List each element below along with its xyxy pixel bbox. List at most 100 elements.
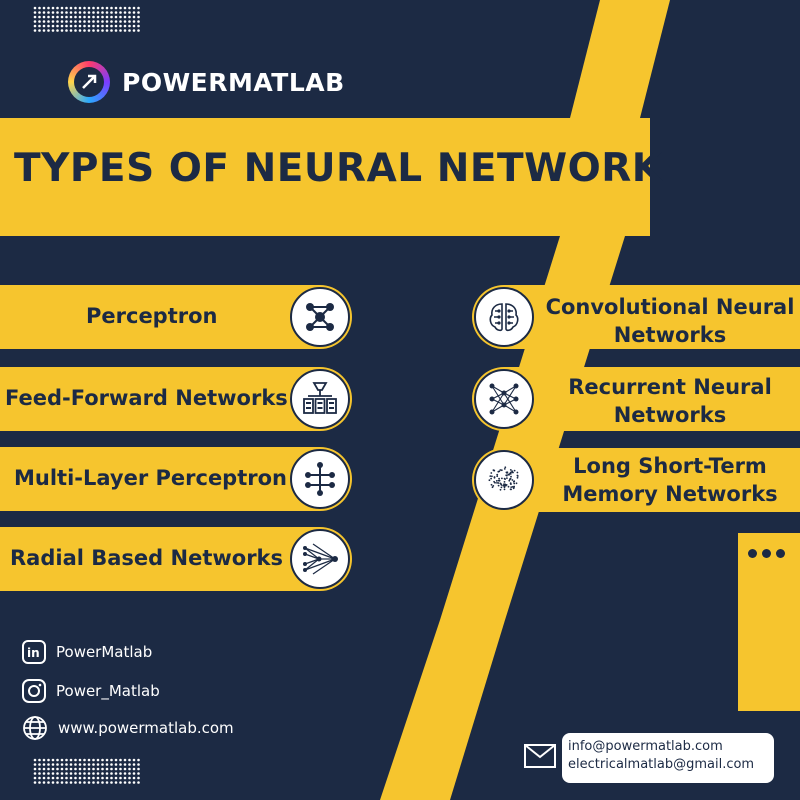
linkedin-icon: in bbox=[22, 640, 46, 664]
pattern-dot bbox=[74, 759, 77, 762]
list-item-perceptron: Perceptron bbox=[0, 285, 352, 349]
pattern-dot bbox=[97, 20, 100, 23]
pattern-dot bbox=[110, 759, 113, 762]
pattern-dot bbox=[88, 20, 91, 23]
pattern-dot bbox=[52, 20, 55, 23]
pattern-dot bbox=[38, 781, 41, 784]
pattern-dot bbox=[56, 777, 59, 780]
pattern-dot bbox=[74, 29, 77, 32]
pattern-dot bbox=[70, 20, 73, 23]
pattern-dot bbox=[52, 763, 55, 766]
pattern-dot bbox=[88, 11, 91, 14]
mail-icon bbox=[524, 744, 556, 772]
pattern-dot bbox=[97, 768, 100, 771]
pattern-dot bbox=[92, 768, 95, 771]
pattern-dot bbox=[115, 20, 118, 23]
pattern-dot bbox=[79, 759, 82, 762]
pattern-dot bbox=[128, 777, 131, 780]
item-label-line1: Convolutional Neural bbox=[542, 293, 798, 321]
pattern-dot bbox=[56, 759, 59, 762]
pattern-dot bbox=[106, 29, 109, 32]
pattern-dot bbox=[34, 25, 37, 28]
pattern-dot bbox=[106, 763, 109, 766]
email-info[interactable]: info@powermatlab.com bbox=[568, 738, 768, 756]
pattern-dot bbox=[124, 763, 127, 766]
pattern-dot bbox=[119, 29, 122, 32]
pattern-dot bbox=[92, 781, 95, 784]
pattern-dot bbox=[43, 20, 46, 23]
pattern-dot bbox=[88, 777, 91, 780]
email-electrical[interactable]: electricalmatlab@gmail.com bbox=[568, 756, 768, 774]
pattern-dot bbox=[38, 16, 41, 19]
mesh-network-icon bbox=[474, 369, 534, 429]
list-item-lstm: Long Short-Term Memory Networks bbox=[472, 448, 800, 512]
pattern-dot bbox=[83, 7, 86, 10]
pattern-dot bbox=[110, 20, 113, 23]
pattern-dot bbox=[128, 763, 131, 766]
pattern-dot bbox=[52, 16, 55, 19]
pattern-dot bbox=[65, 777, 68, 780]
website-link[interactable]: www.powermatlab.com bbox=[22, 715, 234, 741]
pattern-dot bbox=[70, 7, 73, 10]
pattern-dot bbox=[43, 781, 46, 784]
pattern-dot bbox=[137, 768, 140, 771]
pattern-dot bbox=[92, 20, 95, 23]
pattern-dot bbox=[110, 777, 113, 780]
pattern-dot bbox=[34, 16, 37, 19]
item-label-line1: Long Short-Term bbox=[542, 452, 798, 480]
pattern-dot bbox=[128, 11, 131, 14]
pattern-dot bbox=[74, 781, 77, 784]
pattern-dot bbox=[61, 11, 64, 14]
pattern-dot bbox=[52, 29, 55, 32]
pattern-dot bbox=[115, 781, 118, 784]
pattern-dot bbox=[124, 29, 127, 32]
dot-pattern-bottom bbox=[34, 759, 140, 784]
svg-text:in: in bbox=[27, 646, 40, 660]
linkedin-link[interactable]: in PowerMatlab bbox=[22, 640, 152, 664]
pattern-dot bbox=[61, 16, 64, 19]
pattern-dot bbox=[70, 29, 73, 32]
pattern-dot bbox=[101, 7, 104, 10]
pattern-dot bbox=[34, 11, 37, 14]
pattern-dot bbox=[124, 7, 127, 10]
pattern-dot bbox=[47, 768, 50, 771]
pattern-dot bbox=[137, 29, 140, 32]
pattern-dot bbox=[110, 16, 113, 19]
pattern-dot bbox=[128, 16, 131, 19]
pattern-dot bbox=[52, 772, 55, 775]
pattern-dot bbox=[110, 763, 113, 766]
pattern-dot bbox=[65, 29, 68, 32]
instagram-link[interactable]: Power_Matlab bbox=[22, 679, 160, 703]
pattern-dot bbox=[56, 768, 59, 771]
pattern-dot bbox=[70, 759, 73, 762]
pattern-dot bbox=[34, 20, 37, 23]
pattern-dot bbox=[133, 7, 136, 10]
pattern-dot bbox=[61, 777, 64, 780]
pattern-dot bbox=[110, 25, 113, 28]
pattern-dot bbox=[119, 16, 122, 19]
pattern-dot bbox=[119, 25, 122, 28]
pattern-dot bbox=[119, 781, 122, 784]
pattern-dot bbox=[124, 25, 127, 28]
pattern-dot bbox=[124, 777, 127, 780]
item-label-line1: Recurrent Neural bbox=[542, 373, 798, 401]
pattern-dot bbox=[47, 759, 50, 762]
pattern-dot bbox=[56, 20, 59, 23]
pattern-dot bbox=[101, 777, 104, 780]
pattern-dot bbox=[133, 25, 136, 28]
pattern-dot bbox=[74, 772, 77, 775]
pattern-dot bbox=[83, 29, 86, 32]
pattern-dot bbox=[83, 781, 86, 784]
pattern-dot bbox=[106, 772, 109, 775]
pattern-dot bbox=[110, 768, 113, 771]
pattern-dot bbox=[65, 20, 68, 23]
pattern-dot bbox=[47, 7, 50, 10]
pattern-dot bbox=[133, 11, 136, 14]
pattern-dot bbox=[115, 25, 118, 28]
instagram-handle: Power_Matlab bbox=[56, 682, 160, 700]
pattern-dot bbox=[38, 25, 41, 28]
pattern-dot bbox=[97, 16, 100, 19]
pattern-dot bbox=[47, 20, 50, 23]
pattern-dot bbox=[115, 7, 118, 10]
pattern-dot bbox=[61, 768, 64, 771]
